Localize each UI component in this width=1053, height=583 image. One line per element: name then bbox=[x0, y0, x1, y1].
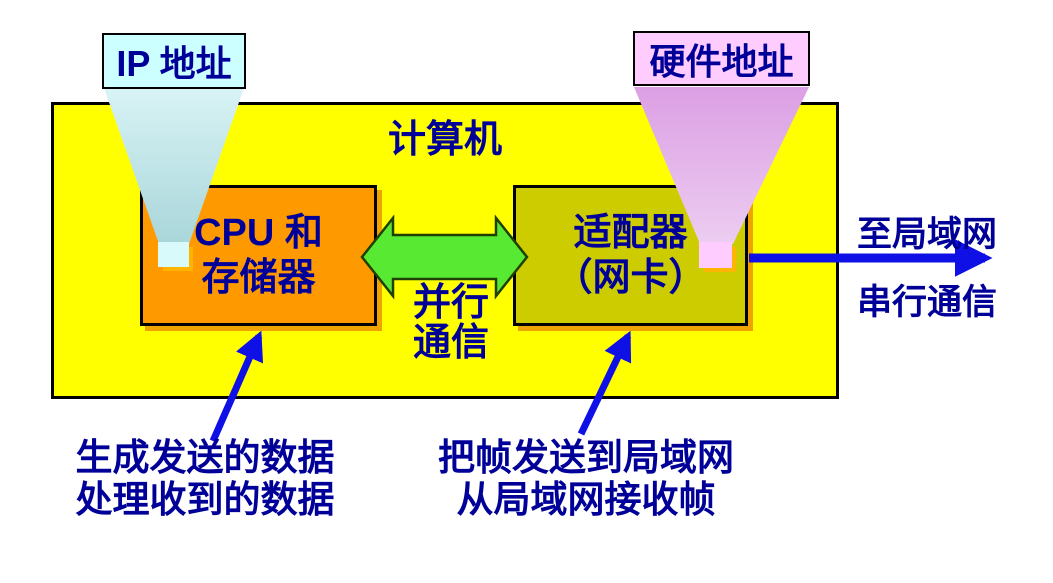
computer-title: 计算机 bbox=[387, 119, 502, 161]
cpu-memory-box: CPU 和 存储器 bbox=[140, 185, 377, 326]
cpu-memory-label-line1: CPU 和 bbox=[194, 212, 323, 255]
ip-address-callout: IP 地址 bbox=[102, 33, 246, 89]
adapter-note: 把帧发送到局域网 从局域网接收帧 bbox=[431, 437, 741, 521]
parallel-comm-label: 并行 通信 bbox=[386, 283, 516, 363]
cpu-note: 生成发送的数据 处理收到的数据 bbox=[55, 437, 355, 521]
hardware-address-callout: 硬件地址 bbox=[633, 31, 810, 86]
hardware-address-label: 硬件地址 bbox=[649, 40, 794, 82]
cpu-memory-label-line2: 存储器 bbox=[201, 256, 316, 299]
adapter-note-line1: 把帧发送到局域网 bbox=[438, 437, 734, 478]
parallel-comm-line1: 并行 bbox=[412, 282, 489, 324]
cpu-note-line2: 处理收到的数据 bbox=[75, 479, 335, 520]
adapter-label-line1: 适配器 bbox=[573, 212, 688, 255]
serial-comm-label: 串行通信 bbox=[856, 283, 997, 322]
to-lan-label: 至局域网 bbox=[856, 215, 997, 254]
cpu-note-line1: 生成发送的数据 bbox=[75, 437, 335, 478]
adapter-note-line2: 从局域网接收帧 bbox=[456, 479, 716, 520]
adapter-label-line2: （网卡） bbox=[554, 256, 707, 299]
adapter-box: 适配器 （网卡） bbox=[513, 185, 748, 326]
ip-address-label: IP 地址 bbox=[116, 43, 232, 84]
parallel-comm-line2: 通信 bbox=[412, 322, 489, 364]
